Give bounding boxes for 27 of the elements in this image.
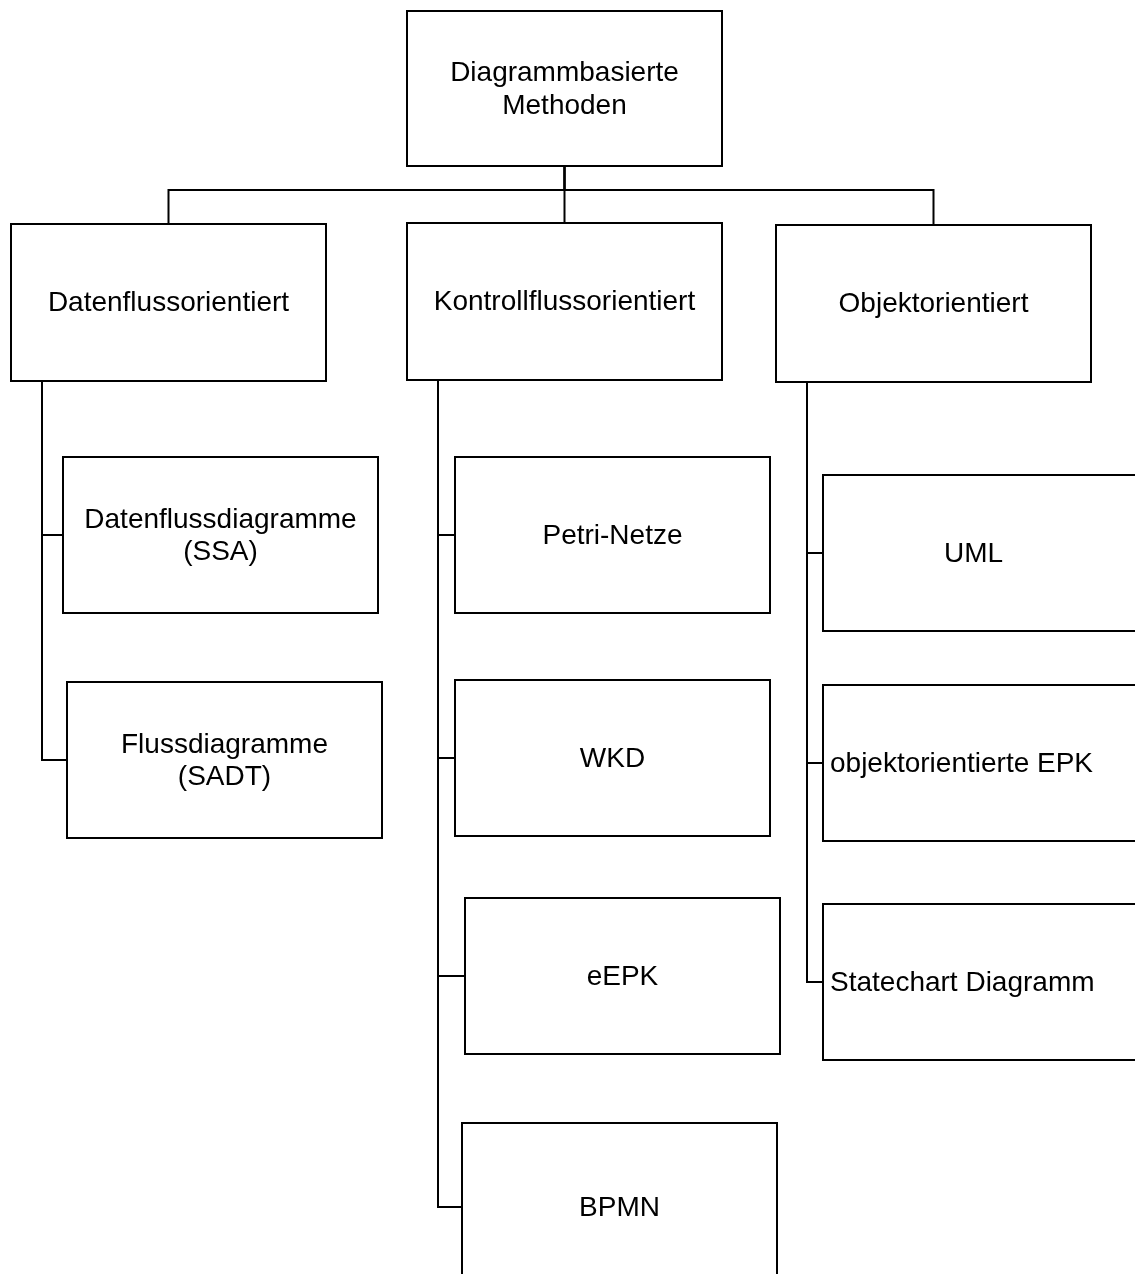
box-label: BPMN [579,1190,660,1224]
category-box [406,10,723,167]
box-label: UML [944,536,1004,570]
box-label: Datenflussorientiert [47,286,290,319]
box-label: Petri-Netze [542,518,683,552]
category-box [62,456,379,614]
category-box [406,222,723,381]
box-label: Statechart Diagramm [830,965,1095,999]
box-label: Flussdiagramme (SADT) [120,727,329,793]
category-box [822,474,1135,632]
category-box [454,679,771,837]
category-box [10,223,327,382]
connector-line [563,166,935,225]
category-box [775,224,1092,383]
category-box [822,903,1135,1061]
box-label: eEPK [586,959,659,993]
category-box [461,1122,778,1274]
box-label: Objektorientiert [838,287,1029,320]
category-box [66,681,383,839]
box-label: Diagrammbasierte Methoden [449,56,680,121]
box-label: WKD [579,741,646,775]
box-label: Datenflussdiagramme (SSA) [83,502,358,568]
category-box [454,456,771,614]
box-label: Kontrollflussorientiert [433,285,696,318]
category-box [822,684,1135,842]
category-box [464,897,781,1055]
box-label: objektorientierte EPK [830,746,1094,780]
